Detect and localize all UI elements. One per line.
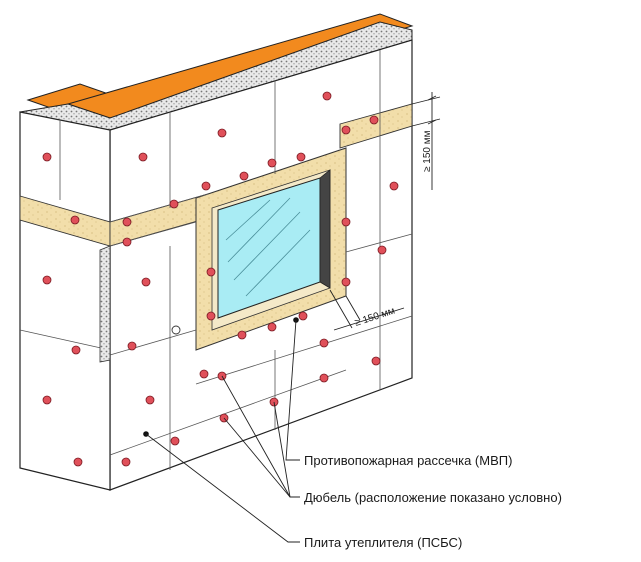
glass-reflection-2 [227,197,291,263]
window-frame-dark [319,169,331,289]
insulation-left-face [19,111,111,491]
fire-break-label: Противопожарная рассечка (МВП) [304,453,512,468]
insulation-board-label: Плита утеплителя (ПСБС) [304,535,462,550]
board-joints [19,50,413,470]
dowels [42,91,399,467]
window-dimension [329,289,405,331]
top-dimension-label: ≥ 150 мм [422,130,433,172]
glass-reflection-4 [245,229,311,297]
dowel-open-marker [171,325,181,335]
top-dimension [411,92,441,190]
glass-reflection-1 [225,199,271,241]
leader-lines [145,319,300,543]
dowel-label: Дюбель (расположение показано условно) [304,490,562,505]
glass-reflection-3 [233,211,301,281]
wall-edge-mid [99,245,111,363]
